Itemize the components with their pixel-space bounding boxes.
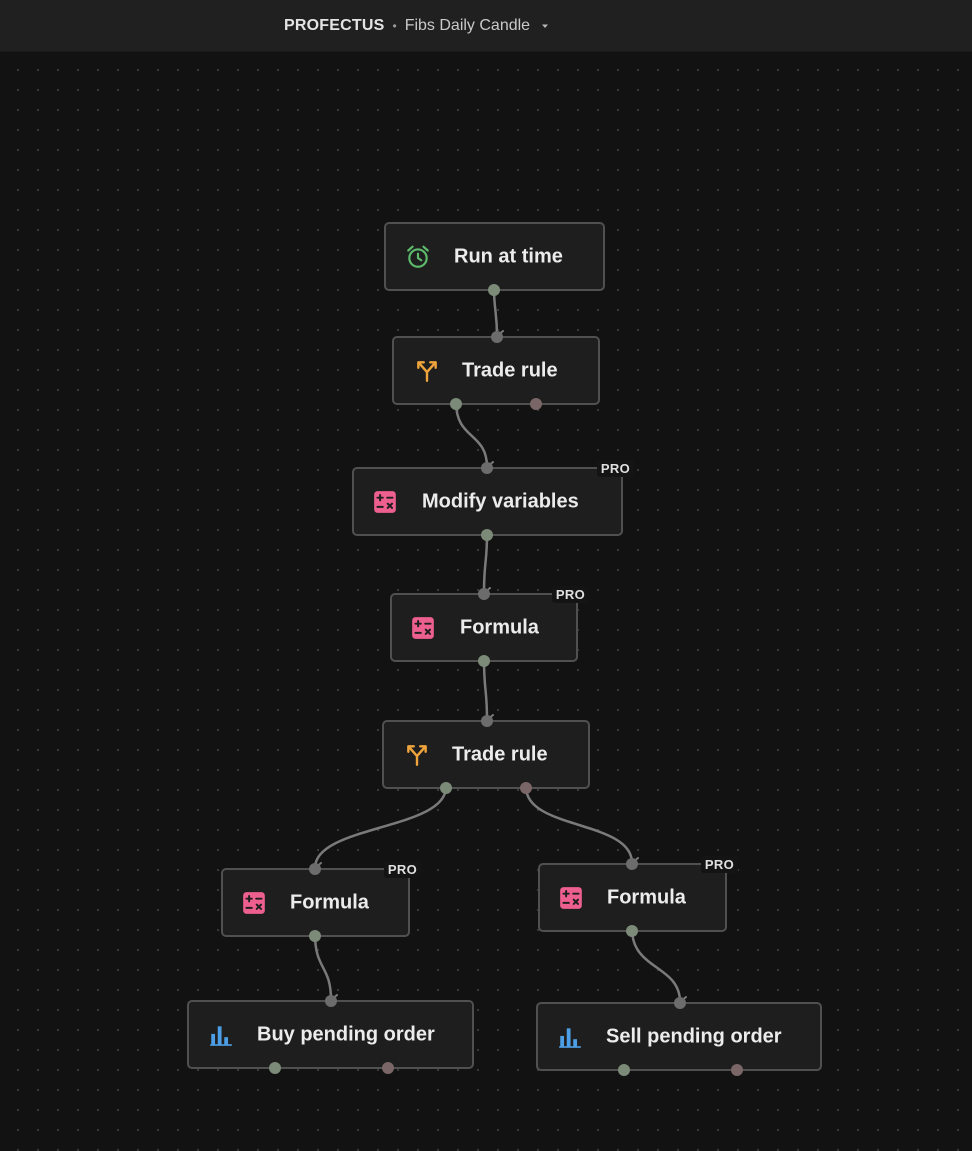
pro-badge: PRO [383, 861, 421, 878]
node-formula-3[interactable]: PRO Formula [538, 856, 738, 937]
failure-handle[interactable] [382, 1062, 394, 1074]
input-handle[interactable] [626, 858, 638, 870]
input-handle[interactable] [325, 995, 337, 1007]
node-label: Formula [607, 886, 686, 908]
pro-badge: PRO [551, 586, 589, 603]
calculator-icon [374, 490, 396, 513]
brand-name: PROFECTUS [284, 17, 385, 34]
success-handle[interactable] [618, 1064, 630, 1076]
output-handle[interactable] [481, 529, 493, 541]
failure-handle[interactable] [731, 1064, 743, 1076]
title-separator: • [392, 19, 397, 33]
input-handle[interactable] [674, 997, 686, 1009]
node-label: Trade rule [462, 359, 558, 381]
node-sell-pending-order[interactable]: Sell pending order [536, 997, 822, 1076]
output-handle[interactable] [478, 655, 490, 667]
input-handle[interactable] [481, 715, 493, 727]
node-formula-1[interactable]: PRO Formula [390, 586, 589, 667]
calculator-icon [560, 886, 582, 909]
bar-chart-icon [559, 1027, 581, 1048]
output-handle[interactable] [309, 930, 321, 942]
calculator-icon [243, 891, 265, 914]
true-handle[interactable] [450, 398, 462, 410]
node-label: Run at time [454, 245, 563, 267]
node-label: Modify variables [422, 490, 579, 512]
node-label: Formula [290, 891, 369, 913]
input-handle[interactable] [491, 331, 503, 343]
false-handle[interactable] [530, 398, 542, 410]
node-label: Buy pending order [257, 1023, 435, 1045]
node-run-at-time[interactable]: Run at time [384, 222, 605, 296]
node-trade-rule-1[interactable]: Trade rule [392, 331, 600, 410]
flow-name: Fibs Daily Candle [404, 17, 531, 34]
node-modify-variables[interactable]: PRO Modify variables [352, 460, 634, 541]
caret-down-icon [542, 24, 549, 28]
node-label: Sell pending order [606, 1025, 782, 1047]
calculator-icon [412, 616, 434, 639]
output-handle[interactable] [626, 925, 638, 937]
node-label: Trade rule [452, 743, 548, 765]
pro-badge: PRO [596, 460, 634, 477]
alarm-clock-icon [407, 245, 429, 268]
pro-badge: PRO [700, 856, 738, 873]
node-label: Formula [460, 616, 539, 638]
branch-split-icon [417, 360, 437, 382]
top-bar: PROFECTUS • Fibs Daily Candle [0, 0, 972, 52]
bar-chart-icon [210, 1025, 232, 1046]
input-handle[interactable] [481, 462, 493, 474]
node-buy-pending-order[interactable]: Buy pending order [187, 995, 474, 1074]
node-trade-rule-2[interactable]: Trade rule [382, 715, 590, 794]
success-handle[interactable] [269, 1062, 281, 1074]
false-handle[interactable] [520, 782, 532, 794]
true-handle[interactable] [440, 782, 452, 794]
node-formula-2[interactable]: PRO Formula [221, 861, 421, 942]
output-handle[interactable] [488, 284, 500, 296]
input-handle[interactable] [309, 863, 321, 875]
flow-selector[interactable]: PROFECTUS • Fibs Daily Candle [284, 0, 550, 52]
branch-split-icon [407, 744, 427, 766]
input-handle[interactable] [478, 588, 490, 600]
